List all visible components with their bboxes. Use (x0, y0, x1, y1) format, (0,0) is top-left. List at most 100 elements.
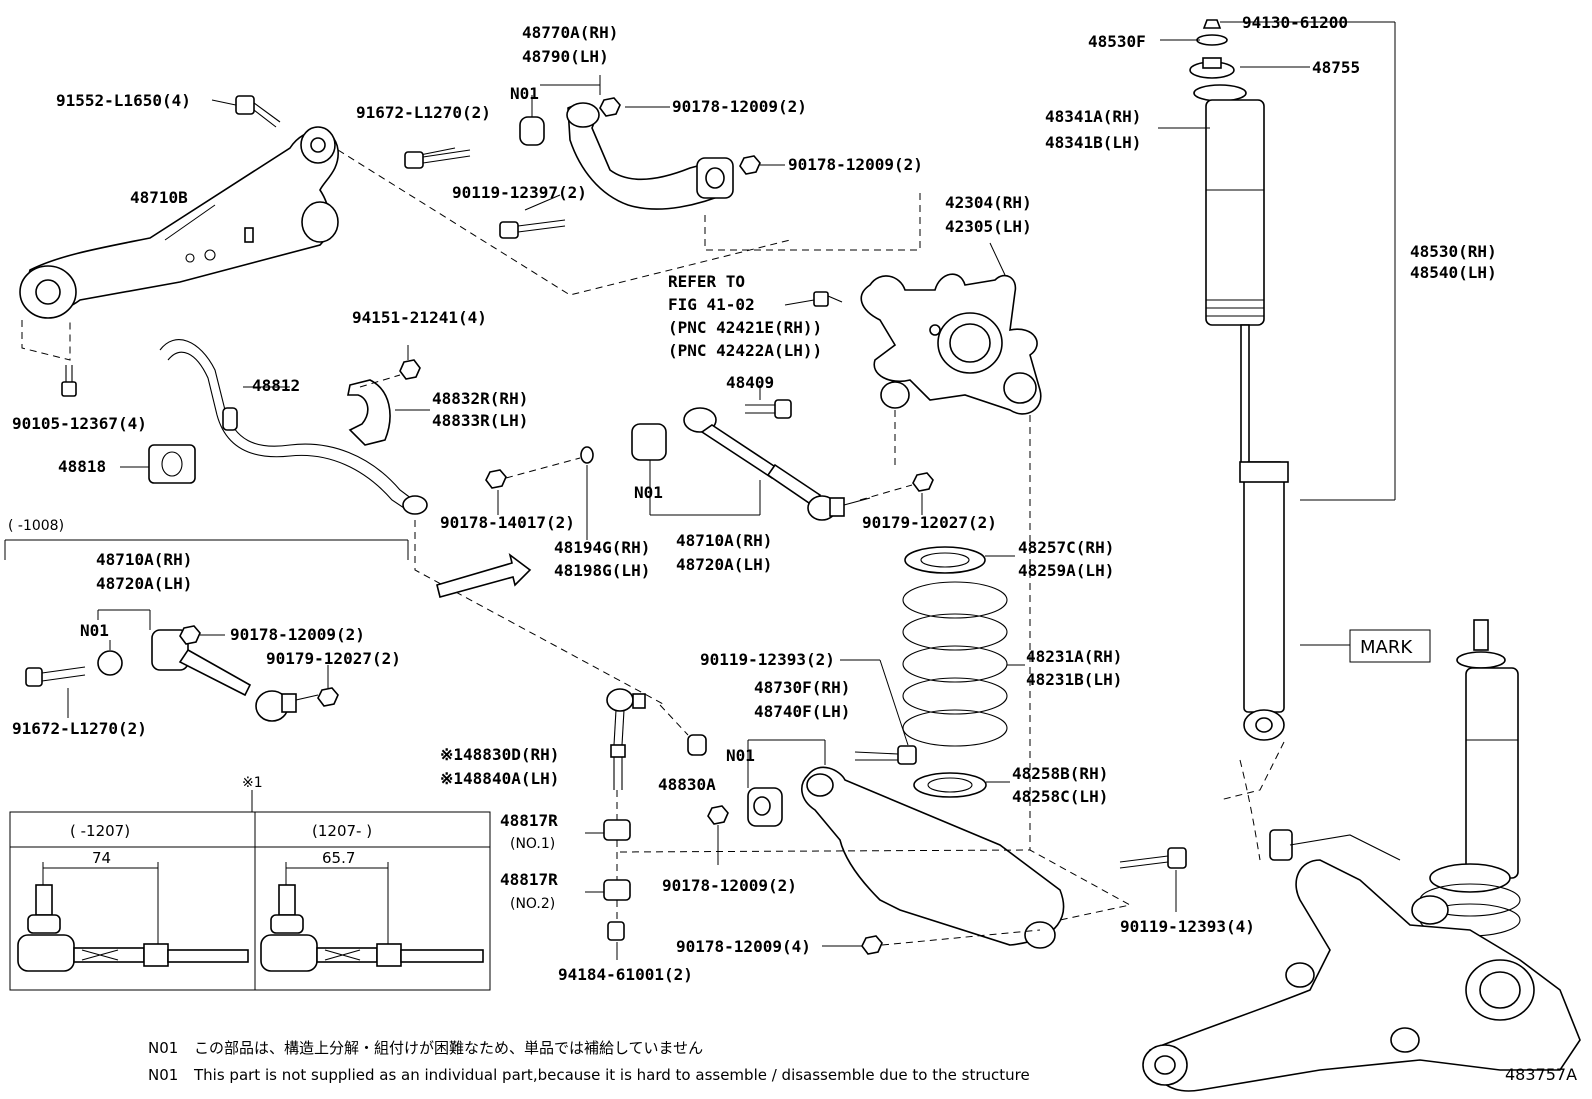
label-48720A-mid: 48720A(LH) (676, 555, 772, 574)
figure-id: 483757A (1505, 1065, 1577, 1084)
label-48812: 48812 (252, 376, 300, 395)
lower-arm-icon (747, 766, 1065, 949)
lateral-arm-old-icon (97, 629, 319, 722)
label-90119-12397: 90119-12397(2) (452, 183, 587, 202)
inset-box (9, 811, 491, 991)
note-ja: この部品は、構造上分解・組付けが困難なため、単品では補給していません (194, 1039, 703, 1057)
label-90178-box: 90178-12009(2) (230, 625, 365, 644)
label-90178-a: 90178-12009(2) (672, 97, 807, 116)
label-48817R-1: 48817R (500, 811, 558, 830)
nut-icon (179, 625, 339, 707)
label-48817R-2: 48817R (500, 870, 558, 889)
note-code-ja: N01 (148, 1039, 178, 1057)
bolt-icon (499, 219, 566, 239)
stabilizer-bar-icon (159, 339, 428, 515)
nut-icon (687, 734, 707, 756)
label-91672-box: 91672-L1270(2) (12, 719, 147, 738)
upper-arm-leaders (211, 75, 785, 211)
label-n01-mid: N01 (634, 483, 663, 502)
label-refer2: FIG 41-02 (668, 295, 755, 314)
label-n01-top: N01 (510, 84, 539, 103)
nut-icon (485, 446, 934, 492)
bolt-icon (745, 399, 792, 419)
label-48231A: 48231A(RH) (1026, 647, 1122, 666)
label-90119-12393-top: 90119-12393(2) (700, 650, 835, 669)
label-48830A: 48830A (658, 775, 716, 794)
bolt-icon (25, 666, 86, 687)
label-48830D: ※148830D(RH) (440, 745, 559, 764)
note-code-en: N01 (148, 1066, 178, 1084)
label-48257C: 48257C(RH) (1018, 538, 1114, 557)
upper-arm-icon (519, 102, 734, 210)
label-inset-right-range: (1207- ) (312, 822, 372, 840)
label-no1: (NO.1) (510, 836, 555, 852)
nut-icon (707, 805, 883, 955)
knuckle-icon (860, 273, 1042, 415)
label-90179-mid: 90179-12027(2) (862, 513, 997, 532)
label-48341B: 48341B(LH) (1045, 133, 1141, 152)
label-48258C: 48258C(LH) (1012, 787, 1108, 806)
bracket-icon (347, 359, 421, 446)
label-dim-657: 65.7 (322, 849, 355, 867)
label-90105: 90105-12367(4) (12, 414, 147, 433)
label-48740F: 48740F(LH) (754, 702, 850, 721)
label-48832R: 48832R(RH) (432, 389, 528, 408)
label-48710B: 48710B (130, 188, 188, 207)
label-48755: 48755 (1312, 58, 1360, 77)
label-90178-14017: 90178-14017(2) (440, 513, 575, 532)
bolt-icon (813, 291, 843, 307)
bolt-icon (854, 745, 917, 765)
label-48840A: ※148840A(LH) (440, 769, 559, 788)
shock-absorber-icon (1189, 19, 1289, 741)
label-94151: 94151-21241(4) (352, 308, 487, 327)
label-n01-box: N01 (80, 621, 109, 640)
label-48530F: 48530F (1088, 32, 1146, 51)
label-90179-box: 90179-12027(2) (266, 649, 401, 668)
stabilizer-link-icon (603, 688, 646, 941)
label-48198G: 48198G(LH) (554, 561, 650, 580)
label-48231B: 48231B(LH) (1026, 670, 1122, 689)
label-inset-left-range: ( -1207) (70, 822, 130, 840)
coil-spring-icon (902, 546, 1008, 798)
bolt-icon (404, 149, 471, 169)
control-arm-icon (19, 126, 339, 319)
label-48818: 48818 (58, 457, 106, 476)
label-refer4: (PNC 42422A(LH)) (668, 341, 822, 360)
label-48341A: 48341A(RH) (1045, 107, 1141, 126)
label-48530: 48530(RH) (1410, 242, 1497, 261)
bolt-icon (1119, 847, 1187, 869)
label-90178-low4: 90178-12009(4) (676, 937, 811, 956)
label-48710A-box: 48710A(RH) (96, 550, 192, 569)
label-dim-74: 74 (92, 849, 111, 867)
tie-rod-icon (260, 862, 484, 972)
bolt-icon (61, 365, 77, 397)
label-90119-12393-bot: 90119-12393(4) (1120, 917, 1255, 936)
label-48258B: 48258B(RH) (1012, 764, 1108, 783)
note-en: This part is not supplied as an individu… (193, 1066, 1030, 1084)
label-90178-b: 90178-12009(2) (788, 155, 923, 174)
label-42305: 42305(LH) (945, 217, 1032, 236)
label-91552: 91552-L1650(4) (56, 91, 191, 110)
bolt-icon (235, 95, 281, 128)
nut-icon (599, 97, 761, 175)
label-48833R: 48833R(LH) (432, 411, 528, 430)
label-48730F: 48730F(RH) (754, 678, 850, 697)
label-42304: 42304(RH) (945, 193, 1032, 212)
label-48540: 48540(LH) (1410, 263, 1497, 282)
label-94130: 94130-61200 (1242, 13, 1348, 32)
label-mark: MARK (1360, 637, 1413, 658)
arrow-icon (436, 553, 532, 598)
label-refer1: REFER TO (668, 272, 745, 291)
label-no2: (NO.2) (510, 896, 555, 912)
label-refer3: (PNC 42421E(RH)) (668, 318, 822, 337)
lateral-arm-icon (631, 407, 871, 521)
label-48409: 48409 (726, 373, 774, 392)
label-91672-top: 91672-L1270(2) (356, 103, 491, 122)
label-94184: 94184-61001(2) (558, 965, 693, 984)
bushing-icon (148, 444, 196, 484)
label-48259A: 48259A(LH) (1018, 561, 1114, 580)
label-range-top: ( -1008) (8, 518, 64, 534)
label-48790: 48790(LH) (522, 47, 609, 66)
tie-rod-icon (17, 862, 249, 972)
